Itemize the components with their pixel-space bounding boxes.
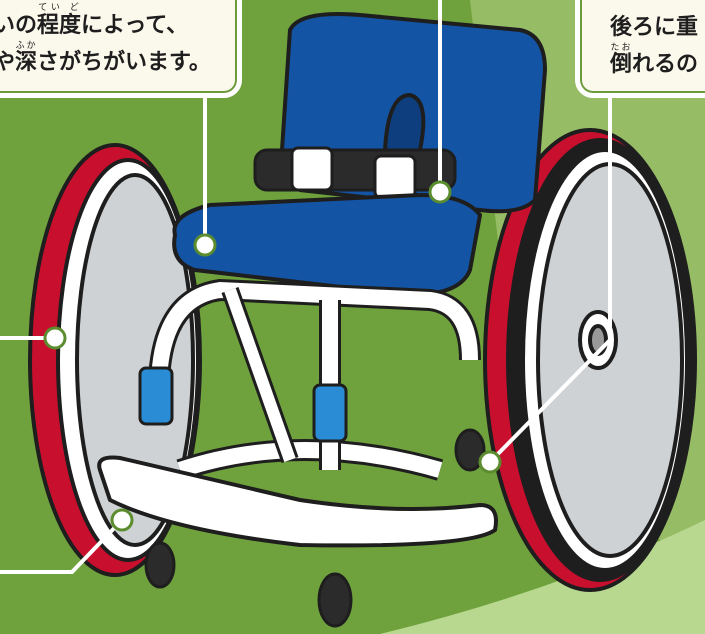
callout-right-line2-kanji: 倒: [610, 52, 633, 77]
callout-right-line1: 後ろに重: [610, 15, 699, 40]
callout-left-line1-reading: てい ど: [37, 3, 82, 13]
callout-left-line2-reading: ふか: [15, 41, 38, 51]
backrest-handle: [383, 92, 426, 151]
callout-left-line1-kanji: 程度: [37, 13, 82, 38]
callout-left-line2-ruby: 深ふか: [15, 41, 38, 75]
seat-strap: [253, 148, 457, 192]
callout-left-line2-pre: や: [0, 50, 16, 75]
front-bumper: [97, 455, 498, 548]
seat-cushion: [172, 192, 483, 298]
frame-blue-sleeve-right: [312, 383, 348, 443]
callout-right-line2-ruby: 倒たお: [610, 43, 633, 77]
callout-left-line1-pre: いの: [0, 13, 38, 38]
frame-blue-sleeve-left: [138, 366, 174, 426]
right-wheel: [483, 128, 697, 592]
callout-left-line1-post: によって、: [81, 13, 189, 38]
callout-right-line2-post: れるの: [632, 52, 699, 77]
strap-buckle-left: [290, 146, 334, 192]
callout-left-line2-post: さがちがいます。: [37, 50, 211, 75]
callout-left-line1-ruby: 程度てい ど: [37, 3, 82, 38]
callout-seat-depth: いの程度てい どによって、 や深ふかさがちがいます。: [0, 0, 242, 98]
callout-right-line2-reading: たお: [610, 43, 633, 53]
callout-tip-prevention: 後ろに重 倒たおれるの: [575, 0, 705, 98]
strap-buckle-right: [373, 154, 417, 200]
callout-left-line1: いの程度てい どによって、: [0, 3, 237, 41]
leader-lines: [0, 0, 612, 574]
casters: [144, 428, 486, 628]
background-swoosh: [380, 520, 705, 634]
leader-dots: [43, 180, 502, 532]
callout-left-line2-kanji: 深: [15, 50, 38, 75]
callout-left-line2: や深ふかさがちがいます。: [0, 41, 237, 78]
callout-right-line2: 倒たおれるの: [610, 43, 705, 80]
